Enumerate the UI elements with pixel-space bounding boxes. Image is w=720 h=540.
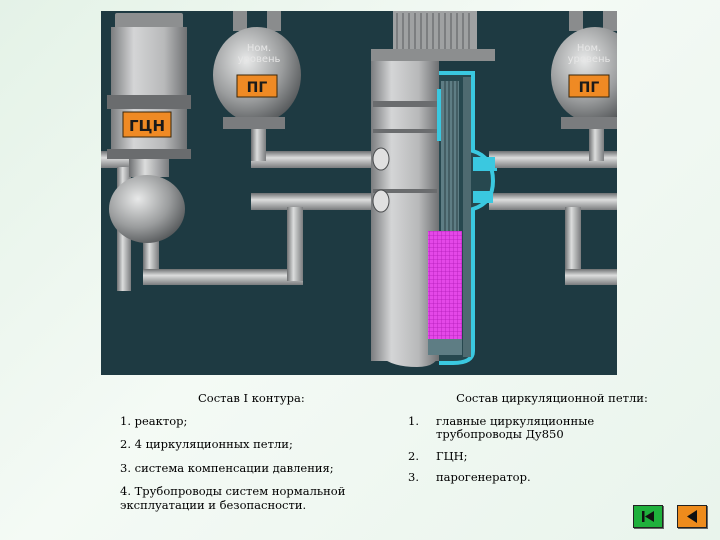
circulation-loop-list: Состав циркуляционной петли: 1. главные … [404, 391, 674, 493]
list-item: 2. 4 циркуляционных петли; [120, 437, 293, 452]
steam-generator-right: Ном. уровень ПГ [551, 11, 617, 129]
primary-circuit-list: Состав I контура: 1. реактор; 2. 4 цирку… [120, 391, 380, 522]
go-back-button[interactable] [677, 505, 707, 528]
reactor-circuit-diagram: ГЦН Ном. уровень ПГ Ном. уровень ПГ [101, 11, 617, 375]
list-item: 3. система компенсации давления; [120, 460, 334, 475]
list-item-text: парогенератор. [436, 470, 531, 485]
list-item-text: ГЦН; [436, 448, 468, 463]
skip-to-start-icon [642, 511, 654, 522]
play-back-icon [687, 510, 697, 523]
sg-level-label-2: уровень [568, 54, 611, 65]
list-item-text: главные циркуляционные трубопроводы Ду85… [436, 413, 595, 442]
sg-label: ПГ [579, 80, 600, 96]
list-item: 1. реактор; [120, 413, 188, 428]
list-item: 4. Трубопроводы систем нормальной эксплу… [120, 484, 346, 512]
reactor-core [428, 231, 462, 339]
list-item-number: 2. [408, 448, 419, 463]
go-first-button[interactable] [633, 505, 663, 528]
sg-label-plate [568, 74, 610, 98]
sg-level-label-1: Ном. [247, 43, 271, 54]
mcp-label: ГЦН [129, 117, 165, 135]
steam-generator-left: Ном. уровень ПГ [213, 11, 301, 129]
list-item: 1. главные циркуляционные трубопроводы Д… [404, 413, 674, 442]
sg-level-label-1: Ном. [577, 43, 601, 54]
pump-housing [109, 175, 185, 243]
mcp-label-plate [122, 111, 172, 138]
list-item-number: 1. [408, 413, 419, 428]
list-item: 2. ГЦН; [404, 448, 674, 464]
reactor [371, 11, 497, 367]
sg-label-plate [236, 74, 278, 98]
sg-label: ПГ [247, 80, 268, 96]
primary-circuit-title: Состав I контура: [198, 391, 305, 405]
circulation-loop-title: Состав циркуляционной петли: [456, 391, 648, 405]
list-item: 3. парогенератор. [404, 471, 674, 485]
main-coolant-pump: ГЦН [107, 13, 191, 243]
list-item-number: 3. [408, 470, 419, 485]
sg-level-label-2: уровень [238, 54, 281, 65]
